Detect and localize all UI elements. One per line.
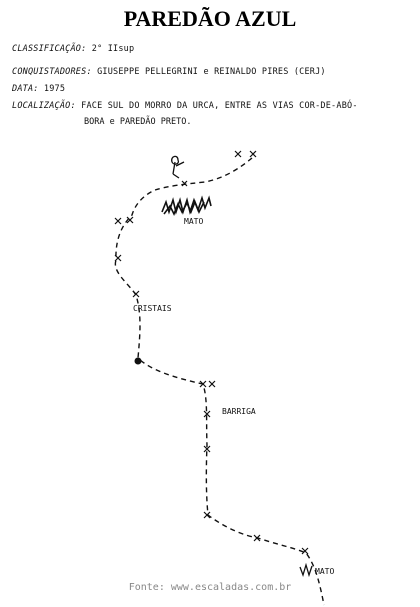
piton-mark [253, 534, 261, 542]
piton-mark [114, 254, 122, 262]
first-ascensionists-line: CONQUISTADORES: GIUSEPPE PELLEGRINI e RE… [12, 67, 412, 78]
piton-mark [126, 216, 134, 224]
route-path [114, 157, 325, 606]
location-value: FACE SUL DO MORRO DA URCA, ENTRE AS VIAS… [81, 101, 358, 111]
first-ascensionists-key: CONQUISTADORES: [12, 67, 92, 77]
piton-mark [132, 290, 140, 298]
label-barriga: BARRIGA [222, 407, 256, 416]
piton-mark [203, 410, 211, 418]
classification-key: CLASSIFICAÇÃO: [12, 44, 87, 54]
vegetation-top-icon [161, 195, 212, 216]
vegetation-bottom-icon [299, 562, 313, 578]
piton-mark [199, 380, 207, 388]
date-line: DATA: 1975 [12, 84, 412, 95]
piton-mark [181, 180, 188, 187]
piton-mark [203, 511, 211, 519]
date-value: 1975 [43, 84, 66, 94]
piton-mark [203, 445, 211, 453]
first-ascensionists-value: GIUSEPPE PELLEGRINI e REINALDO PIRES (CE… [97, 67, 326, 77]
piton-mark [114, 217, 122, 225]
classification-value: 2° IIsup [91, 44, 135, 54]
classification-line: CLASSIFICAÇÃO: 2° IIsup [12, 44, 412, 55]
piton-mark [208, 380, 216, 388]
source-credit: Fonte: www.escaladas.com.br [128, 582, 292, 593]
piton-mark [234, 150, 242, 158]
location-key: LOCALIZAÇÃO: [12, 101, 76, 111]
location-line: LOCALIZAÇÃO: FACE SUL DO MORRO DA URCA, … [12, 101, 412, 112]
route-markers [114, 150, 309, 555]
topo-title: PAREDÃO AZUL [123, 6, 297, 31]
date-key: DATA: [12, 84, 39, 94]
piton-mark [301, 547, 309, 555]
label-mato-top: MATO [184, 217, 203, 226]
label-mato-bottom: MATO [315, 567, 334, 576]
label-cristais: CRISTAIS [133, 304, 172, 313]
location-continuation: BORA e PAREDÃO PRETO. [84, 117, 192, 127]
belay-station-icon [134, 357, 142, 365]
piton-mark [249, 150, 257, 158]
summit-sketch-icon [171, 155, 185, 179]
